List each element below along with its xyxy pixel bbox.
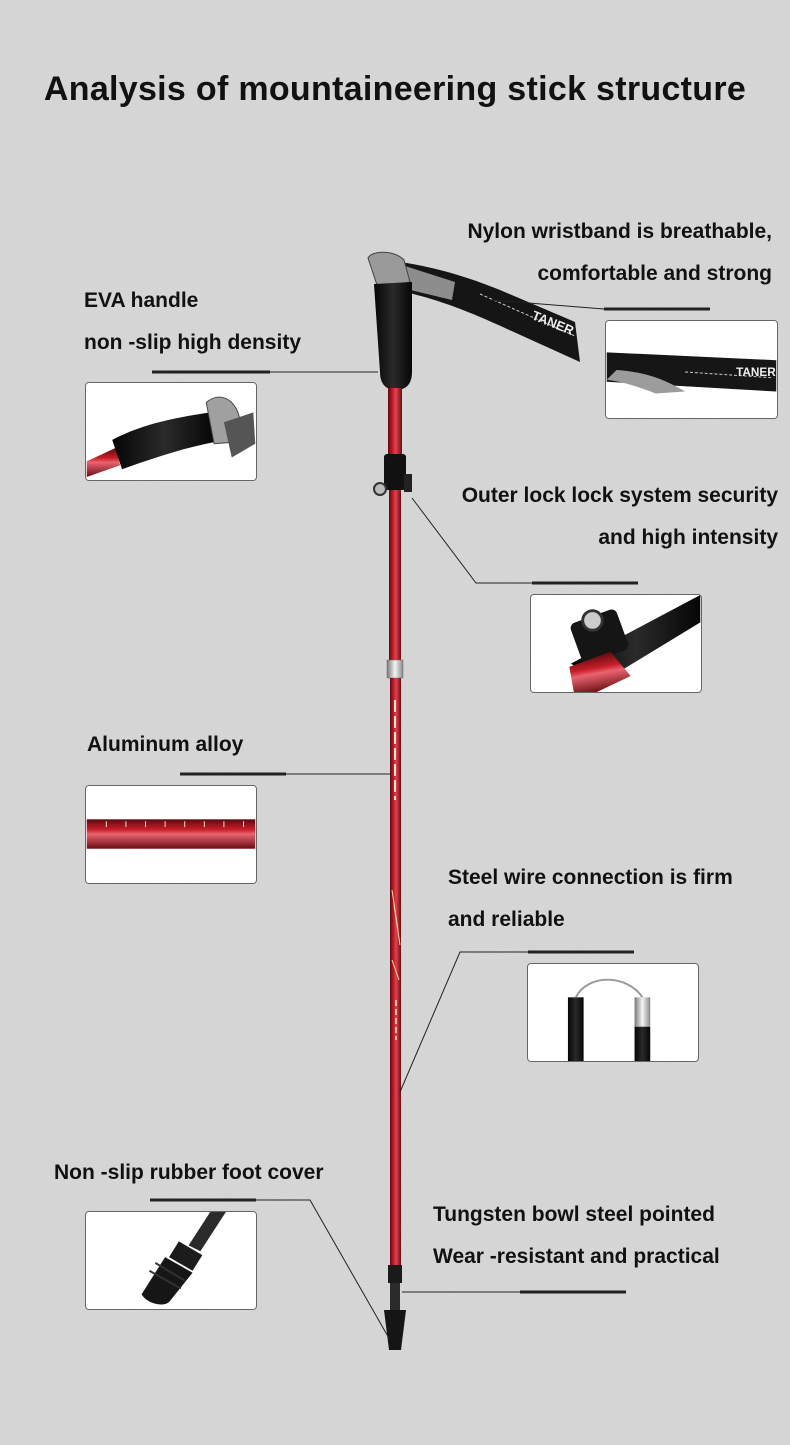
lower-shaft (390, 678, 401, 1268)
inset-foot (85, 1211, 257, 1310)
label-wristband-line2: comfortable and strong (537, 262, 772, 285)
upper-shaft (388, 388, 402, 460)
inset-wristband-image: TANER (606, 321, 777, 418)
label-handle-line2: non -slip high density (84, 331, 301, 354)
inset-foot-image (86, 1212, 256, 1309)
label-tip: Tungsten bowl steel pointed Wear -resist… (433, 1194, 720, 1278)
silver-ring (386, 659, 404, 679)
inset-strap-brand-text: TANER (736, 366, 776, 379)
handle-cap (367, 251, 411, 289)
inset-wire (527, 963, 699, 1062)
label-alloy: Aluminum alloy (87, 724, 243, 766)
label-wristband-line1: Nylon wristband is breathable, (467, 220, 772, 243)
inset-lock-image (531, 595, 701, 692)
label-foot-line1: Non -slip rubber foot cover (54, 1161, 324, 1184)
label-handle: EVA handle non -slip high density (84, 280, 301, 364)
label-tip-line1: Tungsten bowl steel pointed (433, 1203, 715, 1226)
label-handle-line1: EVA handle (84, 289, 199, 312)
inset-lock (530, 594, 702, 693)
label-alloy-line1: Aluminum alloy (87, 733, 244, 756)
label-wire: Steel wire connection is firm and reliab… (448, 857, 733, 941)
page-title: Analysis of mountaineering stick structu… (43, 70, 747, 108)
label-tip-line2: Wear -resistant and practical (433, 1245, 720, 1268)
lock-screw (373, 482, 387, 496)
inset-handle (85, 382, 257, 481)
leader-lines (150, 299, 710, 1341)
lock-clamp (384, 454, 406, 490)
label-wire-line2: and reliable (448, 908, 565, 931)
label-wristband: Nylon wristband is breathable, comfortab… (467, 211, 772, 295)
label-lock-line2: and high intensity (598, 526, 778, 549)
label-lock-line1: Outer lock lock system security (461, 484, 778, 507)
eva-grip (374, 282, 412, 390)
label-lock: Outer lock lock system security and high… (462, 475, 778, 559)
tip-ferrule (388, 1265, 402, 1283)
label-wire-line1: Steel wire connection is firm (448, 866, 733, 889)
inset-alloy-image (86, 786, 256, 883)
trekking-pole (367, 251, 412, 1350)
inset-wire-image (528, 964, 698, 1061)
label-foot: Non -slip rubber foot cover (54, 1152, 324, 1194)
inset-alloy (85, 785, 257, 884)
middle-shaft (389, 490, 401, 660)
inset-handle-image (86, 383, 256, 480)
inset-wristband: TANER (605, 320, 778, 419)
